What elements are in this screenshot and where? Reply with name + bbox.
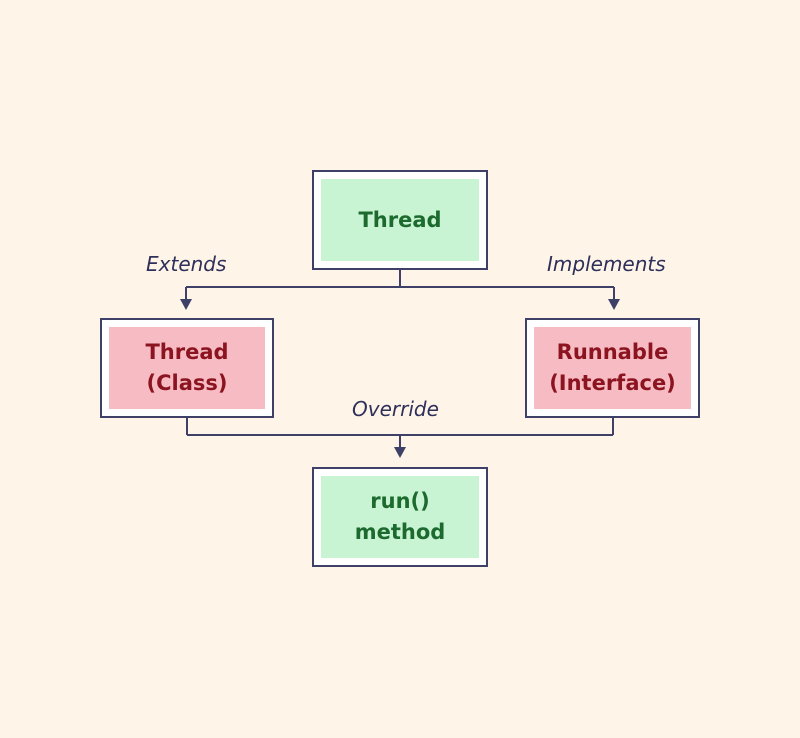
run-method-node: run() method xyxy=(312,467,488,567)
thread-class-node: Thread (Class) xyxy=(100,318,274,418)
arrowhead-override xyxy=(394,447,406,458)
run-method-label-line1: run() xyxy=(370,489,430,513)
thread-node-label: Thread xyxy=(358,207,442,232)
thread-class-label-line1: Thread xyxy=(145,340,229,364)
extends-label: Extends xyxy=(146,252,227,276)
thread-node: Thread xyxy=(312,170,488,270)
arrowhead-implements xyxy=(608,299,620,310)
runnable-interface-node: Runnable (Interface) xyxy=(525,318,700,418)
runnable-label-line1: Runnable xyxy=(556,340,669,364)
override-label: Override xyxy=(352,397,439,421)
implements-label: Implements xyxy=(547,252,666,276)
runnable-label-line2: (Interface) xyxy=(549,371,676,395)
thread-class-label-line2: (Class) xyxy=(146,371,228,395)
run-method-label-line2: method xyxy=(354,520,446,544)
arrowhead-extends xyxy=(180,299,192,310)
